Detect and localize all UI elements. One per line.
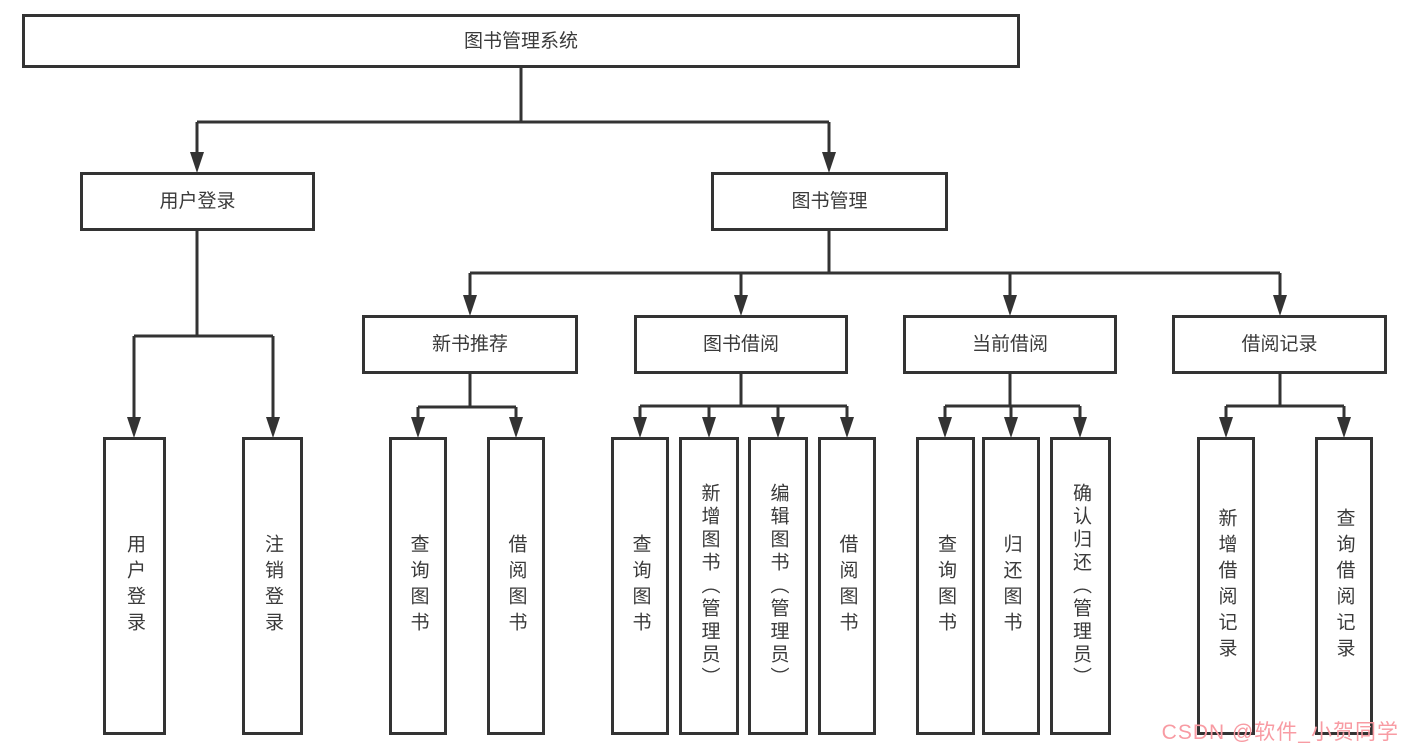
- node-book-borrowing: 图书借阅: [634, 315, 848, 374]
- node-leaf-add-borrow-record: 新增借阅记录: [1197, 437, 1255, 735]
- node-leaf-return-books: 归还图书: [982, 437, 1040, 735]
- node-leaf-user-login: 用户登录: [103, 437, 166, 735]
- node-current-borrowing: 当前借阅: [903, 315, 1117, 374]
- node-leaf-query-books-recommend: 查询图书: [389, 437, 447, 735]
- node-book-management: 图书管理: [711, 172, 948, 231]
- node-leaf-borrow-books-recommend: 借阅图书: [487, 437, 545, 735]
- node-leaf-edit-books-admin: 编辑图书（管理员）: [748, 437, 808, 735]
- node-borrowing-records: 借阅记录: [1172, 315, 1387, 374]
- node-library-management-system: 图书管理系统: [22, 14, 1020, 68]
- node-leaf-query-books-current: 查询图书: [916, 437, 975, 735]
- node-leaf-logout-login: 注销登录: [242, 437, 303, 735]
- node-leaf-query-books-borrowing: 查询图书: [611, 437, 669, 735]
- watermark-text: CSDN @软件_小贺同学: [1161, 721, 1399, 744]
- node-leaf-borrow-books-borrowing: 借阅图书: [818, 437, 876, 735]
- node-leaf-confirm-return-admin: 确认归还（管理员）: [1050, 437, 1111, 735]
- node-leaf-add-books-admin: 新增图书（管理员）: [679, 437, 739, 735]
- node-new-book-recommendation: 新书推荐: [362, 315, 578, 374]
- node-user-login: 用户登录: [80, 172, 315, 231]
- node-leaf-query-borrow-record: 查询借阅记录: [1315, 437, 1373, 735]
